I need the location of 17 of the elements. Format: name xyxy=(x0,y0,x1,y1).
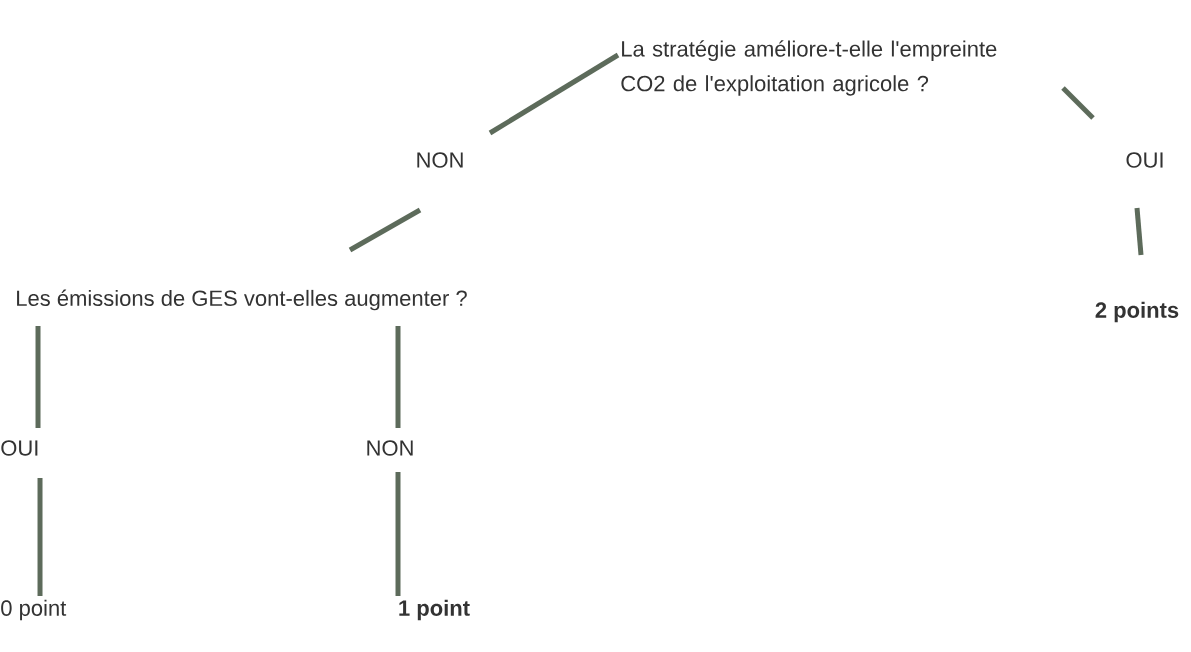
connector-line xyxy=(488,52,620,136)
connector-line xyxy=(37,478,43,596)
answer-text: NON xyxy=(417,152,463,168)
question-text: La stratégie améliore-t-elle l'empreinte CO2 de l'exploitation agricole ? xyxy=(621,40,997,96)
connector-line xyxy=(1134,207,1144,256)
connector-line xyxy=(1061,86,1095,120)
connector-line xyxy=(35,326,41,428)
score-text: 2 points xyxy=(1095,301,1179,323)
answer-text: OUI xyxy=(1,440,38,456)
connector-line xyxy=(348,207,422,253)
question-text: Les émissions de GES vont-elles augmenter ? xyxy=(17,289,467,311)
connector-line xyxy=(395,472,401,596)
answer-text: OUI xyxy=(1126,152,1163,168)
score-text: 0 point xyxy=(1,599,67,621)
score-text: 1 point xyxy=(399,599,470,621)
connector-line xyxy=(395,326,401,428)
answer-text: NON xyxy=(367,440,413,456)
